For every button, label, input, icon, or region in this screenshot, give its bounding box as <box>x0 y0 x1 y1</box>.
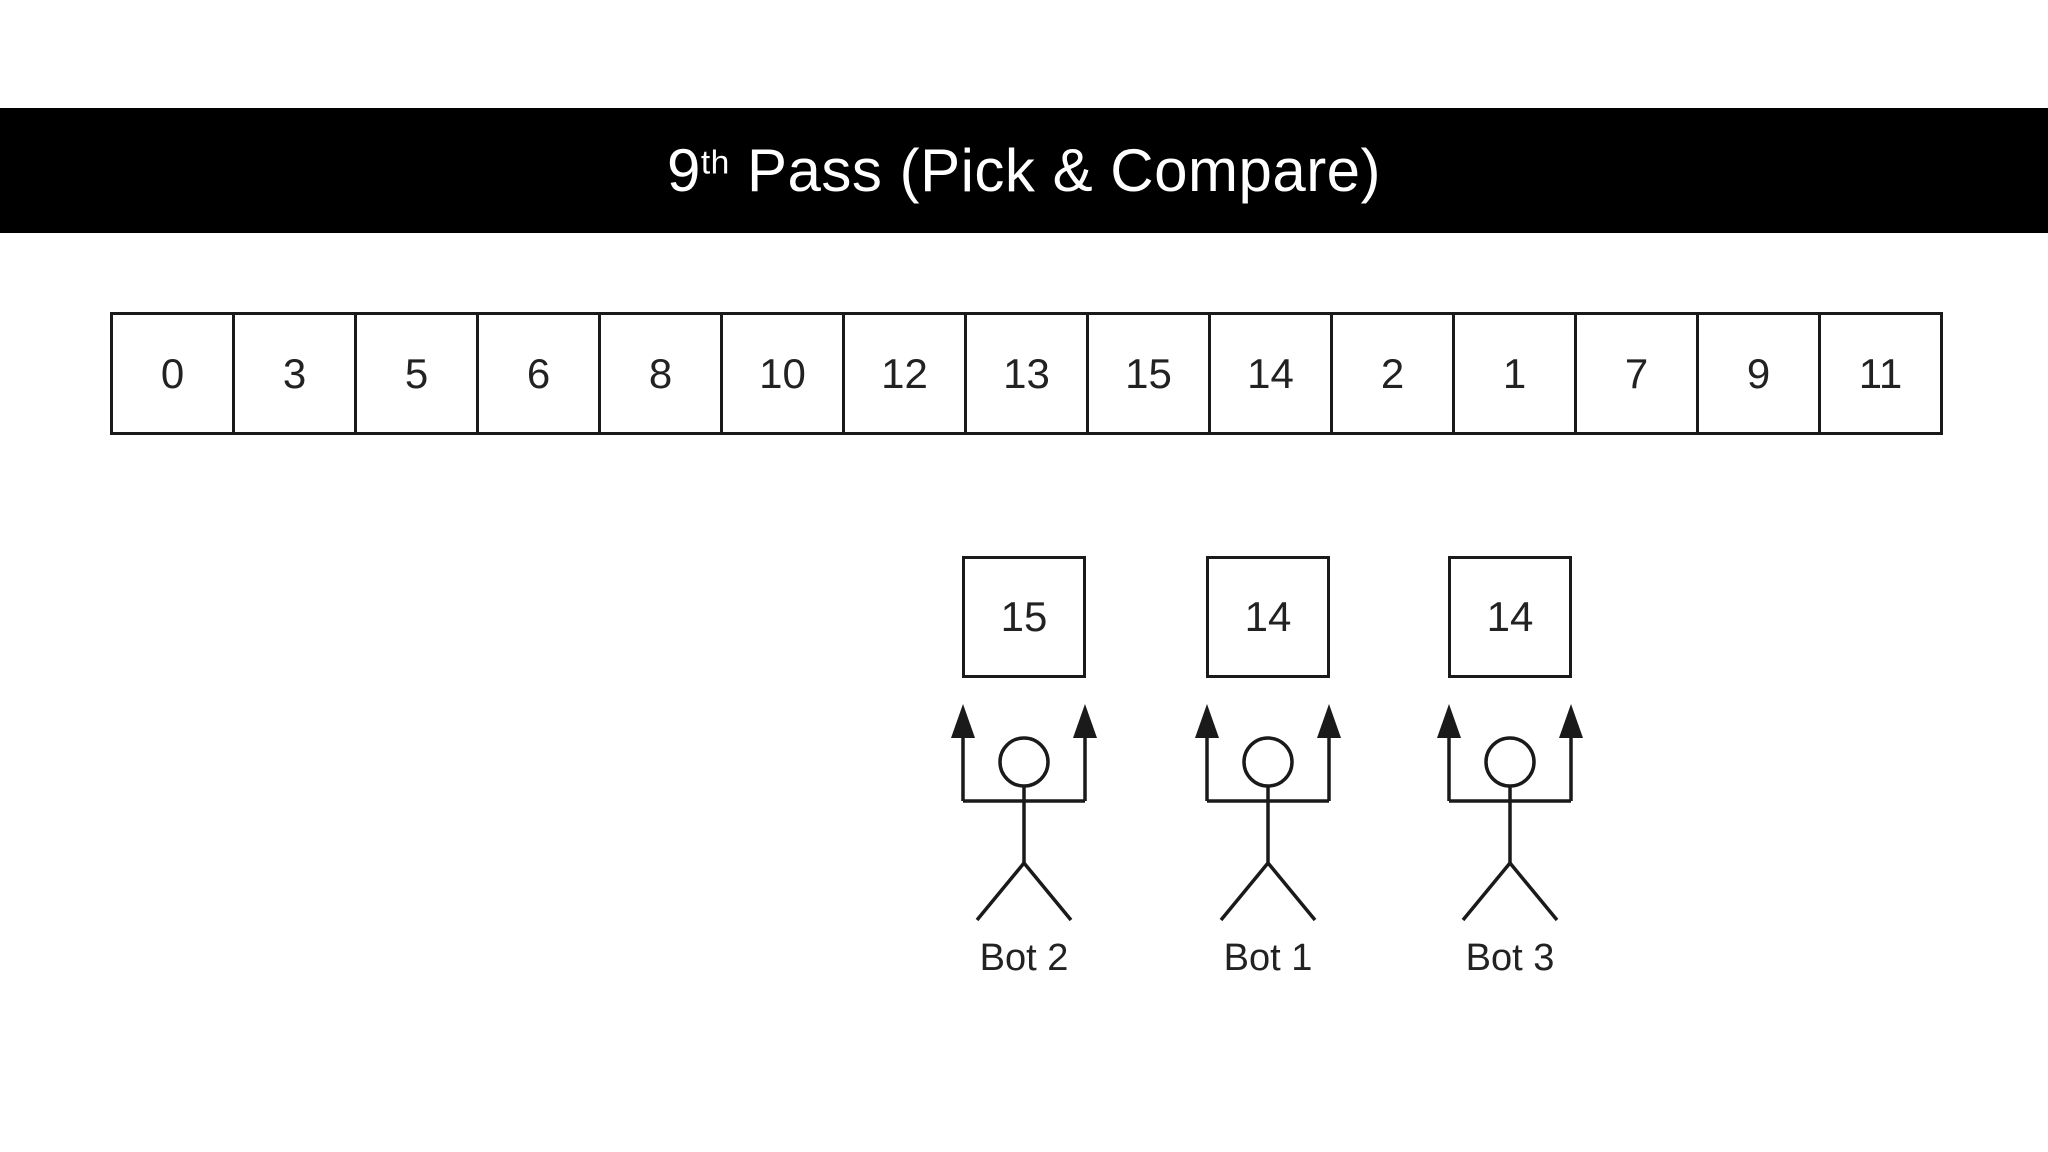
array-cell-value: 9 <box>1746 349 1771 397</box>
array-cell: 13 <box>964 312 1089 435</box>
array-cell-value: 6 <box>526 349 551 397</box>
array-cell-value: 0 <box>160 349 185 397</box>
array-cell-value: 13 <box>1003 349 1050 397</box>
right-up-arrowhead-icon <box>1559 704 1583 738</box>
bot-head-icon <box>998 736 1050 788</box>
title-banner: 9th Pass (Pick & Compare) <box>0 108 2048 233</box>
bot-head-icon <box>1484 736 1536 788</box>
array-cell: 8 <box>598 312 723 435</box>
array-cell: 7 <box>1574 312 1699 435</box>
array-cell-value: 12 <box>881 349 928 397</box>
bot-label: Bot 3 <box>1465 937 1555 979</box>
bot-head-icon <box>1242 736 1294 788</box>
bot-stick-figure-icon <box>1195 704 1341 922</box>
bot: 14 Bot 1 <box>1194 556 1342 980</box>
bot-held-value-box: 14 <box>1206 556 1330 678</box>
bot-stick-figure-icon <box>951 704 1097 922</box>
array-cell-value: 2 <box>1380 349 1405 397</box>
right-up-arrowhead-icon <box>1317 704 1341 738</box>
array-cell: 0 <box>110 312 235 435</box>
array-cell-value: 15 <box>1125 349 1172 397</box>
array-cell: 11 <box>1818 312 1943 435</box>
bot-right-leg-line <box>1266 861 1317 922</box>
bot-held-value: 15 <box>1000 593 1048 640</box>
left-up-arrowhead-icon <box>951 704 975 738</box>
array-cell: 12 <box>842 312 967 435</box>
title-text: Pass (Pick & Compare) <box>729 137 1382 204</box>
bot: 15 Bot 2 <box>950 556 1098 980</box>
bot-right-leg-line <box>1022 861 1073 922</box>
array-cell: 14 <box>1208 312 1333 435</box>
bot: 14 Bot 3 <box>1436 556 1584 980</box>
array-cell-value: 14 <box>1247 349 1294 397</box>
array-cell: 6 <box>476 312 601 435</box>
bot-right-leg-line <box>1508 861 1559 922</box>
bot-held-value-box: 15 <box>962 556 1086 678</box>
bot-label: Bot 2 <box>979 937 1069 979</box>
title-pass-number: 9 <box>666 137 701 204</box>
bot-left-leg-line <box>975 861 1026 922</box>
bot-held-value-box: 14 <box>1448 556 1572 678</box>
page-title: 9th Pass (Pick & Compare) <box>667 136 1381 205</box>
title-ordinal-suffix: th <box>700 144 730 182</box>
array-cell-value: 3 <box>282 349 307 397</box>
bot-stick-figure-icon <box>1437 704 1583 922</box>
bot-left-leg-line <box>1461 861 1512 922</box>
array-cell: 5 <box>354 312 479 435</box>
array-cell-value: 7 <box>1624 349 1649 397</box>
array-cell-value: 11 <box>1858 349 1903 397</box>
array-cell-value: 1 <box>1502 349 1527 397</box>
left-up-arrowhead-icon <box>1195 704 1219 738</box>
array-cell: 3 <box>232 312 357 435</box>
bot-left-leg-line <box>1219 861 1270 922</box>
bot-held-value: 14 <box>1486 593 1534 640</box>
array-cell: 15 <box>1086 312 1211 435</box>
array-cell: 1 <box>1452 312 1577 435</box>
bot-label: Bot 1 <box>1223 937 1313 979</box>
array-cell-value: 8 <box>648 349 673 397</box>
array-cell-value: 10 <box>759 349 806 397</box>
array-cell: 10 <box>720 312 845 435</box>
array-cell: 9 <box>1696 312 1821 435</box>
number-array: 0 3 5 6 8 10 12 13 15 14 2 1 7 9 11 <box>110 312 1943 435</box>
left-up-arrowhead-icon <box>1437 704 1461 738</box>
bot-held-value: 14 <box>1244 593 1292 640</box>
right-up-arrowhead-icon <box>1073 704 1097 738</box>
array-cell: 2 <box>1330 312 1455 435</box>
array-cell-value: 5 <box>404 349 429 397</box>
